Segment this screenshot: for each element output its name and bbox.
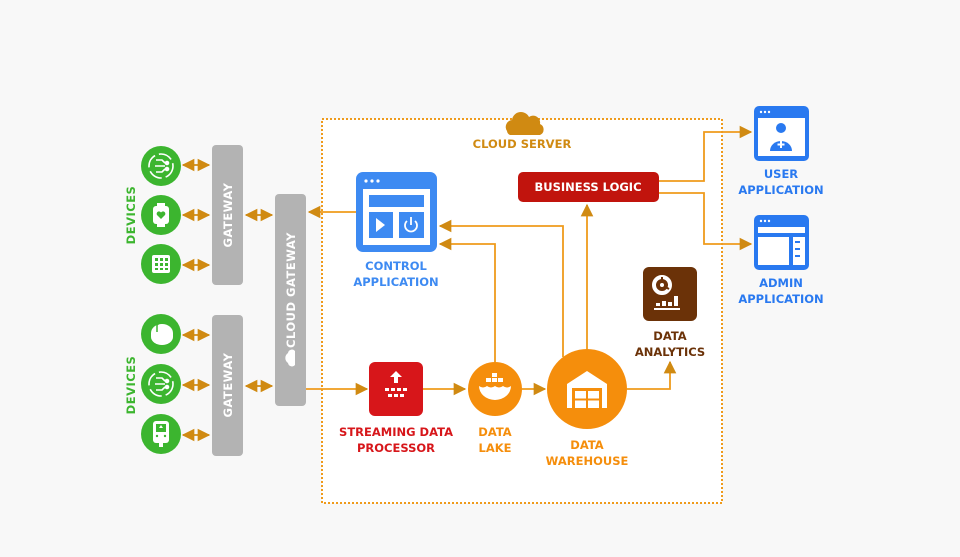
- arrow-data-lake-to-control-app: [438, 237, 496, 362]
- control-application[interactable]: [356, 172, 437, 252]
- user-application-label-1: USER: [764, 167, 798, 181]
- streaming-processor-label-2: PROCESSOR: [357, 441, 435, 455]
- cloud-gateway-label: CLOUD GATEWAY: [284, 232, 298, 348]
- arrow-warehouse-to-control-app: [438, 219, 564, 357]
- warehouse-icon: [567, 371, 607, 408]
- business-logic[interactable]: BUSINESS LOGIC: [518, 172, 659, 202]
- gateway-top-label: GATEWAY: [221, 182, 235, 247]
- gateway-bottom[interactable]: GATEWAY: [212, 315, 243, 456]
- data-lake[interactable]: [468, 362, 522, 416]
- streaming-data-processor[interactable]: [369, 362, 423, 416]
- devices-label-bottom: DEVICES: [124, 356, 138, 415]
- gateway-top[interactable]: GATEWAY: [212, 145, 243, 285]
- circuit-icon: [148, 371, 174, 397]
- device-circuit-top[interactable]: [141, 146, 181, 186]
- cloud-wifi-icon: [285, 349, 295, 367]
- upload-blocks-icon: [385, 371, 407, 397]
- data-lake-label-1: DATA: [478, 425, 512, 439]
- gateway-bottom-label: GATEWAY: [221, 352, 235, 417]
- mouse-icon: [151, 321, 173, 345]
- chip-icon: [152, 255, 170, 273]
- user-application-label-2: APPLICATION: [738, 183, 823, 197]
- data-analytics-label-1: DATA: [653, 329, 687, 343]
- admin-application[interactable]: [754, 215, 809, 270]
- device-chip-top[interactable]: [141, 244, 181, 284]
- user-application[interactable]: [754, 106, 809, 161]
- device-glucose-meter-bottom[interactable]: [141, 414, 181, 454]
- cloud-icon: [505, 112, 544, 135]
- admin-application-label-1: ADMIN: [759, 276, 803, 290]
- pie-bar-chart-icon: [652, 275, 680, 310]
- control-application-label-2: APPLICATION: [353, 275, 438, 289]
- business-logic-label: BUSINESS LOGIC: [534, 180, 641, 194]
- smartwatch-heart-icon: [153, 203, 169, 227]
- glucose-meter-icon: [153, 421, 169, 447]
- browser-play-power-icon: [363, 179, 430, 245]
- control-application-label-1: CONTROL: [365, 259, 427, 273]
- devices-label-top: DEVICES: [124, 186, 138, 245]
- browser-user-icon: [758, 110, 805, 156]
- data-warehouse[interactable]: [547, 349, 627, 429]
- admin-application-label-2: APPLICATION: [738, 292, 823, 306]
- arrow-business-logic-to-admin-app: [659, 192, 753, 251]
- data-analytics[interactable]: [643, 267, 697, 321]
- arrow-business-logic-to-user-app: [659, 125, 753, 182]
- data-warehouse-label-1: DATA: [570, 438, 604, 452]
- container-ship-icon: [479, 373, 511, 400]
- device-smartwatch-top[interactable]: [141, 195, 181, 235]
- data-lake-label-2: LAKE: [479, 441, 512, 455]
- cloud-server-label: CLOUD SERVER: [473, 137, 572, 151]
- data-analytics-label-2: ANALYTICS: [635, 345, 705, 359]
- cloud-gateway[interactable]: CLOUD GATEWAY: [275, 194, 306, 406]
- browser-admin-icon: [758, 219, 805, 265]
- device-circuit-bottom[interactable]: [141, 364, 181, 404]
- streaming-processor-label-1: STREAMING DATA: [339, 425, 453, 439]
- arrow-warehouse-to-analytics: [627, 360, 677, 390]
- data-warehouse-label-2: WAREHOUSE: [546, 454, 629, 468]
- circuit-icon: [148, 153, 174, 179]
- device-mouse-bottom[interactable]: [141, 314, 181, 354]
